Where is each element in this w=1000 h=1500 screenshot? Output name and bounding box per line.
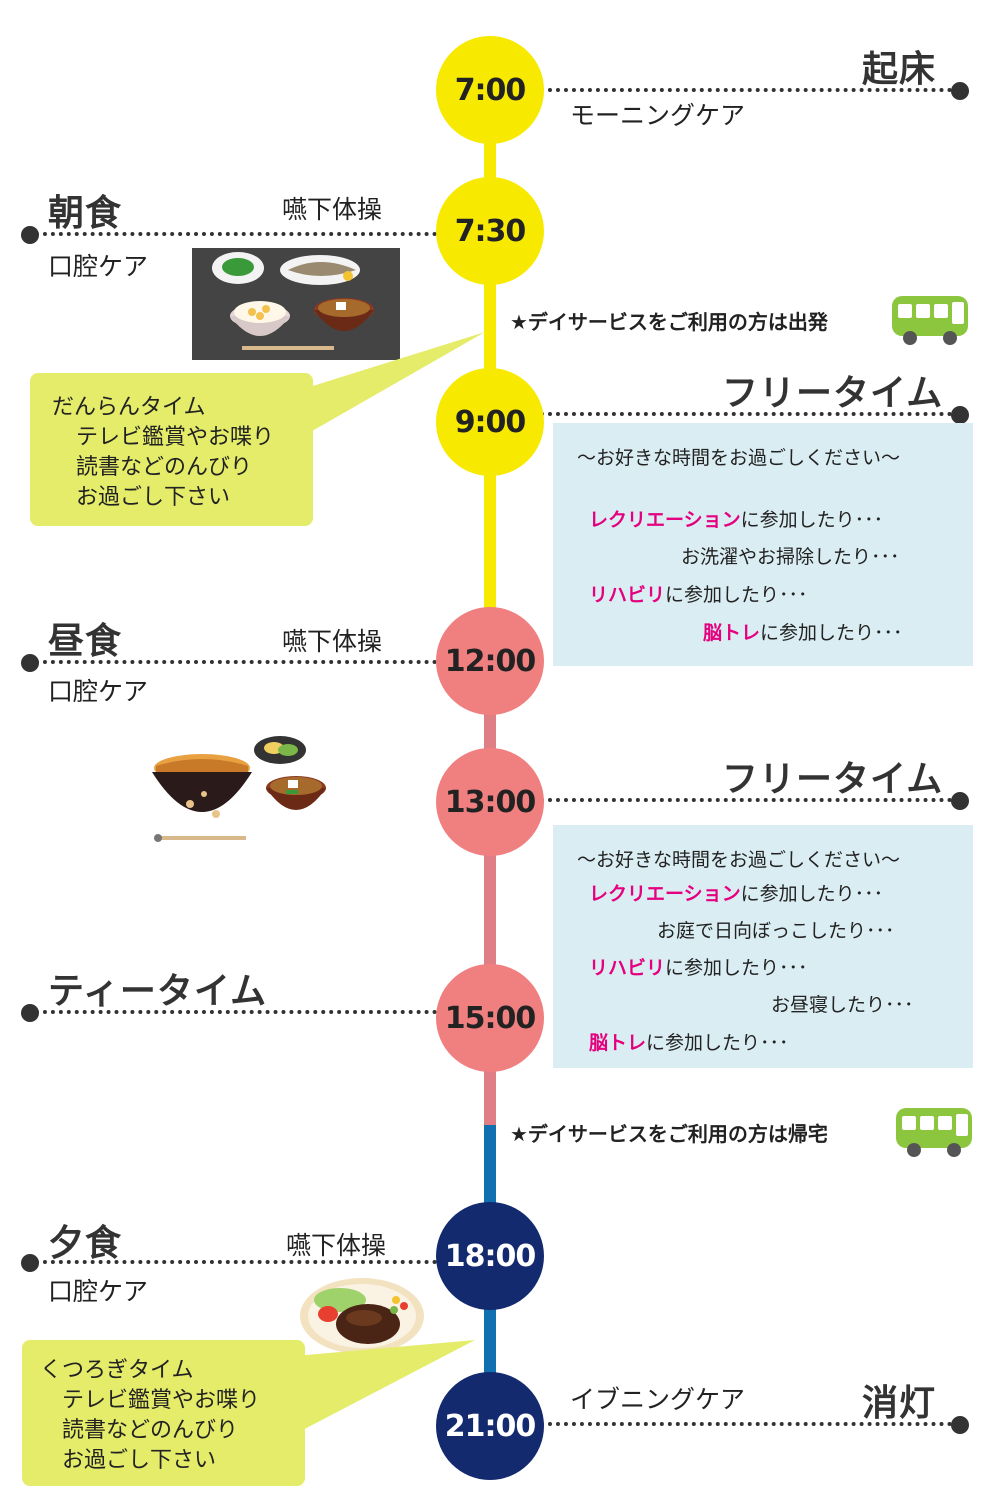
item-text: お昼寝したり･･･ bbox=[771, 994, 914, 1016]
highlight-text: リハビリ bbox=[589, 957, 666, 979]
item-text: に参加したり･･･ bbox=[740, 883, 884, 905]
free-time-2-item: お庭で日向ぼっこしたり･･･ bbox=[657, 916, 895, 943]
kutsurogi-bubble: くつろぎタイム テレビ鑑賞やお喋り 読書などのんびり お過ごし下さい bbox=[22, 1340, 305, 1486]
bubble-line: 読書などのんびり bbox=[62, 1418, 239, 1443]
bubble-line: くつろぎタイム bbox=[40, 1358, 194, 1383]
time-circle-1500: 15:00 bbox=[436, 964, 544, 1072]
breakfast-title: 朝食 bbox=[48, 193, 123, 234]
dinner-title: 夕食 bbox=[48, 1223, 123, 1264]
free-time-2-item: レクリエーションに参加したり･･･ bbox=[589, 879, 883, 906]
free-time-2-intro: ～お好きな時間をお過ごしください～ bbox=[577, 849, 901, 871]
endpoint-dot bbox=[21, 1254, 39, 1272]
time-circle-1300: 13:00 bbox=[436, 748, 544, 856]
breakfast-oral-care: 口腔ケア bbox=[48, 252, 149, 281]
item-text: お庭で日向ぼっこしたり･･･ bbox=[657, 920, 895, 942]
free-time-2-panel: ～お好きな時間をお過ごしください～ レクリエーションに参加したり･･･ お庭で日… bbox=[553, 825, 973, 1068]
breakfast-tray-illustration bbox=[192, 248, 400, 360]
evening-care: イブニングケア bbox=[570, 1385, 746, 1414]
time-circle-0900: 9:00 bbox=[436, 368, 544, 476]
bubble-line: テレビ鑑賞やお喋り bbox=[62, 1388, 261, 1413]
endpoint-dot bbox=[951, 82, 969, 100]
highlight-text: 脳トレ bbox=[589, 1032, 647, 1054]
bubble-line: お過ごし下さい bbox=[62, 1448, 217, 1473]
lunch-illustration bbox=[152, 736, 326, 842]
endpoint-dot bbox=[21, 226, 39, 244]
bubble-line: だんらんタイム bbox=[52, 395, 206, 420]
endpoint-dot bbox=[951, 792, 969, 810]
bubble-pointer bbox=[295, 1340, 475, 1434]
item-text: に参加したり･･･ bbox=[665, 584, 808, 606]
time-circle-0700: 7:00 bbox=[436, 36, 544, 144]
dotted-line-tea bbox=[35, 1010, 445, 1014]
highlight-text: リハビリ bbox=[589, 584, 666, 606]
item-text: に参加したり･･･ bbox=[760, 622, 903, 644]
free-time-1-item: レクリエーションに参加したり･･･ bbox=[589, 505, 883, 532]
endpoint-dot bbox=[21, 1004, 39, 1022]
free-time-2-item: 脳トレに参加したり･･･ bbox=[589, 1028, 789, 1055]
lunch-swallow-exercise: 嚥下体操 bbox=[282, 627, 383, 656]
bus-icon bbox=[892, 296, 968, 345]
item-text: に参加したり･･･ bbox=[665, 957, 808, 979]
time-circle-1800: 18:00 bbox=[436, 1202, 544, 1310]
time-circle-0730: 7:30 bbox=[436, 177, 544, 285]
lunch-title: 昼食 bbox=[48, 621, 123, 662]
wake-title: 起床 bbox=[862, 49, 937, 90]
time-circle-2100: 21:00 bbox=[436, 1372, 544, 1480]
free-time-2-title: フリータイム bbox=[722, 759, 944, 800]
free-time-1-item: 脳トレに参加したり･･･ bbox=[703, 618, 903, 645]
tea-title: ティータイム bbox=[48, 971, 268, 1012]
dotted-line-lunch bbox=[35, 660, 445, 664]
lunch-oral-care: 口腔ケア bbox=[48, 677, 149, 706]
free-time-1-title: フリータイム bbox=[722, 373, 944, 414]
dinner-illustration bbox=[300, 1278, 424, 1354]
time-circle-1200: 12:00 bbox=[436, 607, 544, 715]
free-time-1-item: お洗濯やお掃除したり･･･ bbox=[681, 542, 900, 569]
dotted-line-free-time-2 bbox=[540, 798, 960, 802]
dotted-line-free-time-1 bbox=[540, 412, 960, 416]
bubble-line: テレビ鑑賞やお喋り bbox=[76, 425, 275, 450]
item-text: お洗濯やお掃除したり･･･ bbox=[681, 546, 900, 568]
bubble-line: お過ごし下さい bbox=[76, 485, 231, 510]
bubble-pointer bbox=[300, 332, 485, 438]
free-time-1-item: リハビリに参加したり･･･ bbox=[589, 580, 808, 607]
dotted-line-lights-out bbox=[540, 1422, 960, 1426]
dayservice-depart-notice: ★デイサービスをご利用の方は出発 bbox=[510, 310, 828, 334]
dotted-line-wake bbox=[540, 88, 960, 92]
dayservice-return-notice: ★デイサービスをご利用の方は帰宅 bbox=[510, 1122, 828, 1146]
morning-care: モーニングケア bbox=[570, 101, 746, 130]
free-time-2-item: お昼寝したり･･･ bbox=[771, 990, 914, 1017]
bubble-line: 読書などのんびり bbox=[76, 455, 253, 480]
dinner-oral-care: 口腔ケア bbox=[48, 1277, 149, 1306]
lights-out-title: 消灯 bbox=[862, 1383, 937, 1424]
free-time-1-intro: ～お好きな時間をお過ごしください～ bbox=[577, 447, 901, 469]
endpoint-dot bbox=[951, 1416, 969, 1434]
highlight-text: 脳トレ bbox=[703, 622, 761, 644]
highlight-text: レクリエーション bbox=[589, 509, 741, 531]
item-text: に参加したり･･･ bbox=[740, 509, 884, 531]
endpoint-dot bbox=[21, 654, 39, 672]
dotted-line-breakfast bbox=[35, 232, 445, 236]
endpoint-dot bbox=[951, 406, 969, 424]
dinner-swallow-exercise: 嚥下体操 bbox=[286, 1231, 387, 1260]
bus-icon bbox=[896, 1108, 972, 1157]
free-time-1-panel: ～お好きな時間をお過ごしください～ レクリエーションに参加したり･･･ お洗濯や… bbox=[553, 423, 973, 666]
dotted-line-dinner bbox=[35, 1260, 445, 1264]
breakfast-swallow-exercise: 嚥下体操 bbox=[282, 195, 383, 224]
free-time-2-item: リハビリに参加したり･･･ bbox=[589, 953, 808, 980]
item-text: に参加したり･･･ bbox=[646, 1032, 789, 1054]
danran-bubble: だんらんタイム テレビ鑑賞やお喋り 読書などのんびり お過ごし下さい bbox=[30, 373, 313, 526]
highlight-text: レクリエーション bbox=[589, 883, 741, 905]
